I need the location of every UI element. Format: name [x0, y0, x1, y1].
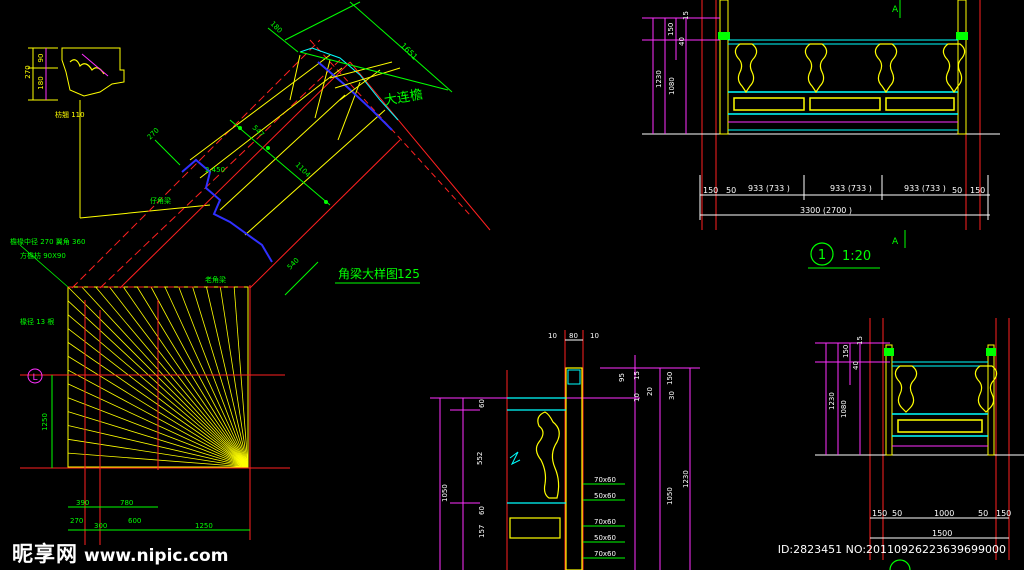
dim-50-left: 50 [726, 186, 736, 195]
dim-552: 552 [476, 452, 484, 465]
note-yanchuan: 檐椽中径 270 翼角 360 [10, 237, 85, 246]
dim-1050-left: 1050 [441, 484, 449, 502]
dim-90-bracket: 90 [37, 54, 45, 63]
dim-1000: 1000 [934, 509, 954, 518]
dim-10-b: 10 [590, 332, 599, 340]
dim-1651: 1651 [399, 41, 420, 62]
dim-1250-vertical: 1250 [41, 413, 49, 431]
label-zijiaoliang: 仔角梁 [150, 196, 171, 205]
dim-20-sec: 20 [646, 387, 654, 396]
bracket-detail: 90 180 270 枋翘 110 [24, 47, 211, 219]
dim-780: 780 [120, 499, 133, 507]
dim-1080-top: 1080 [668, 77, 676, 95]
dim-10-a: 10 [548, 332, 557, 340]
dim-10-sec: 10 [633, 393, 641, 402]
rafter-line [136, 286, 249, 468]
rafter-line [109, 286, 249, 468]
dim-40-small: 40 [852, 361, 860, 370]
member-70x60-c: 70x60 [594, 550, 616, 558]
dim-150-small-left: 150 [872, 509, 887, 518]
dim-95: 95 [618, 373, 626, 382]
section-mark-A-bottom: A [892, 237, 899, 247]
rafter-line [150, 286, 249, 468]
label-laojiaoliang: 老角梁 [205, 275, 226, 284]
rafter-fan-plan: L 1250 390 780 270 300 600 1250 檐椽中径 270… [10, 237, 290, 545]
member-70x60-a: 70x60 [594, 476, 616, 484]
dim-270-bracket: 270 [24, 65, 32, 78]
dim-150-sec: 150 [666, 372, 674, 385]
rafter-line [206, 286, 249, 468]
dim-157: 157 [478, 525, 486, 538]
dim-3300: 3300 (2700 ) [800, 206, 852, 215]
note-fangyanfang: 方檐枋 90X90 [20, 251, 66, 260]
rafter-line [219, 286, 249, 468]
dim-933-1: 933 (733 ) [748, 184, 790, 193]
scale-text: 1:20 [842, 249, 871, 264]
dim-180-bracket: 180 [37, 76, 45, 89]
scale-circle-number: 1 [818, 248, 826, 263]
dim-933-2: 933 (733 ) [830, 184, 872, 193]
dim-150-small: 150 [842, 345, 850, 358]
dim-933-3: 933 (733 ) [904, 184, 946, 193]
dim-60-top: 60 [478, 399, 486, 408]
dim-150-right: 150 [970, 186, 985, 195]
watermark-site: 昵享网 www.nipic.com [12, 538, 228, 568]
dim-40-top: 40 [678, 37, 686, 46]
dim-15-sec: 15 [633, 371, 641, 380]
dim-600: 600 [128, 517, 141, 525]
watermark-url: www.nipic.com [84, 546, 229, 566]
rafter-line [192, 286, 249, 468]
dim-540: 540 [286, 256, 301, 271]
dim-1250-horizontal: 1250 [195, 522, 213, 530]
dim-50-small-left: 50 [892, 509, 902, 518]
member-50x60-b: 50x60 [594, 534, 616, 542]
railing-elevation-large: 15 150 40 1230 1080 A A 150 50 933 (733 … [642, 0, 1000, 269]
dim-300: 300 [94, 522, 107, 530]
rafter-line [123, 286, 249, 468]
railing-elevation-small: 15 150 40 1230 1080 150 50 1000 50 150 1… [815, 318, 1024, 570]
rafter-line [95, 286, 249, 468]
note-chuanjing: 椽径 13 根 [20, 317, 54, 326]
rafter-line [178, 286, 249, 468]
dim-50-small-right: 50 [978, 509, 988, 518]
dim-1230-small: 1230 [828, 392, 836, 410]
dim-60-mid: 60 [478, 506, 486, 515]
dim-180-top: 180 [269, 20, 284, 35]
slope-value: 2.450 [205, 166, 225, 174]
section-mark-A-top: A [892, 5, 899, 15]
title-jiaoliang-scale: 125 [397, 267, 420, 281]
dim-15-small: 15 [856, 336, 864, 345]
dim-1050-right: 1050 [666, 487, 674, 505]
dim-1230-sec: 1230 [682, 470, 690, 488]
rafter-line [81, 286, 249, 468]
label-fangqiao: 枋翘 110 [55, 110, 85, 119]
dim-1080-small: 1080 [840, 400, 848, 418]
dim-150-small-right: 150 [996, 509, 1011, 518]
dim-50-right: 50 [952, 186, 962, 195]
watermark-cn: 昵享网 [12, 542, 78, 566]
rafter-line [164, 286, 249, 468]
dim-80-post: 80 [569, 332, 578, 340]
dim-15-top: 15 [682, 11, 690, 20]
dim-390: 390 [76, 499, 89, 507]
dim-150-top: 150 [667, 23, 675, 36]
label-dalianyan: 大连檐 [383, 86, 424, 109]
dim-30-sec: 30 [668, 391, 676, 400]
dim-270-bottom: 270 [70, 517, 83, 525]
rafter-line [233, 286, 249, 468]
railing-section: 10 80 10 60 552 60 157 1050 95 15 150 10… [430, 330, 700, 570]
dim-270-beam: 270 [146, 126, 161, 141]
dim-1230-top: 1230 [655, 70, 663, 88]
dim-150-left: 150 [703, 186, 718, 195]
member-50x60-a: 50x60 [594, 492, 616, 500]
axis-mark-L: L [32, 373, 37, 383]
watermark-id: ID:2823451 NO:20110926223639699000 [777, 543, 1006, 556]
title-jiaoliang: 角梁大样图 [338, 266, 398, 281]
corner-beam-detail: 1651 180 547 1104 540 270 2.450 大连檐 仔角梁 … [71, 1, 491, 296]
dim-1500: 1500 [932, 529, 952, 538]
member-70x60-b: 70x60 [594, 518, 616, 526]
